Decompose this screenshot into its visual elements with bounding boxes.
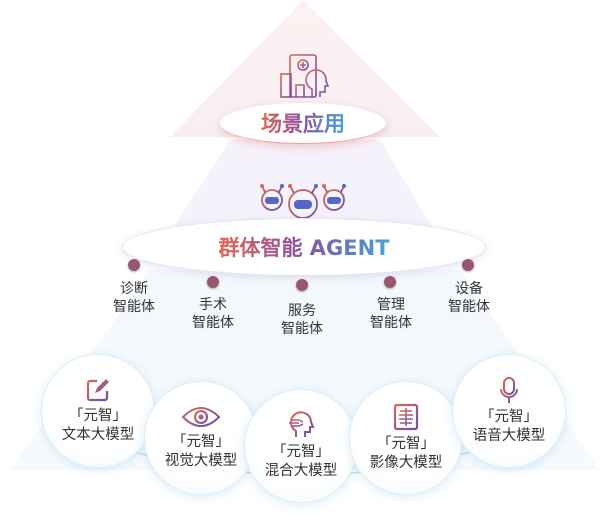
- model-imaging: 「元智」 影像大模型: [349, 381, 463, 495]
- model-name: 语音大模型: [472, 428, 546, 444]
- pyramid-top: [170, 0, 440, 137]
- model-hybrid: 「元智」 混合大模型: [244, 389, 358, 503]
- model-name: 文本大模型: [61, 427, 135, 443]
- agent-dot: [128, 259, 140, 271]
- scene-application-label: 场景应用: [261, 108, 345, 138]
- agent-dot: [296, 279, 308, 291]
- model-text: 「元智」 文本大模型: [41, 354, 155, 468]
- agent-type: 智能体: [192, 315, 234, 331]
- scene-application-ellipse: 场景应用: [220, 103, 386, 144]
- agent-dot: [384, 276, 396, 288]
- model-brand: 「元智」: [69, 408, 127, 424]
- hospital-person-icon: [280, 54, 330, 98]
- agent-name: 诊断: [120, 281, 148, 297]
- agent-service: 服务智能体: [267, 302, 337, 338]
- agent-diagnosis: 诊断智能体: [99, 280, 169, 316]
- microphone-icon: [500, 377, 518, 403]
- model-name: 视觉大模型: [164, 453, 238, 469]
- model-brand: 「元智」: [377, 436, 435, 452]
- robots-icon: [261, 185, 345, 219]
- head-network-icon: [289, 411, 315, 437]
- agent-type: 智能体: [448, 299, 490, 315]
- agent-dot: [207, 276, 219, 288]
- agent-type: 智能体: [281, 321, 323, 337]
- model-name: 混合大模型: [264, 463, 338, 479]
- model-brand: 「元智」: [272, 444, 330, 460]
- agent-name: 手术: [199, 297, 227, 313]
- agent-management: 管理智能体: [356, 296, 426, 332]
- agent-surgery: 手术智能体: [178, 296, 248, 332]
- eye-icon: [181, 407, 221, 427]
- agent-name: 服务: [288, 303, 316, 319]
- edit-icon: [86, 379, 109, 402]
- agent-dot: [462, 259, 474, 271]
- agent-device: 设备智能体: [434, 280, 504, 316]
- model-name: 影像大模型: [369, 455, 443, 471]
- swarm-agent-label: 群体智能 AGENT: [218, 232, 389, 262]
- agent-type: 智能体: [113, 299, 155, 315]
- model-vision: 「元智」 视觉大模型: [144, 381, 258, 495]
- model-brand: 「元智」: [172, 434, 230, 450]
- xray-icon: [393, 403, 419, 431]
- model-speech: 「元智」 语音大模型: [452, 354, 566, 468]
- agent-name: 管理: [377, 297, 405, 313]
- agent-name: 设备: [455, 281, 483, 297]
- agent-type: 智能体: [370, 315, 412, 331]
- model-brand: 「元智」: [480, 409, 538, 425]
- swarm-agent-ellipse: 群体智能 AGENT: [122, 218, 486, 276]
